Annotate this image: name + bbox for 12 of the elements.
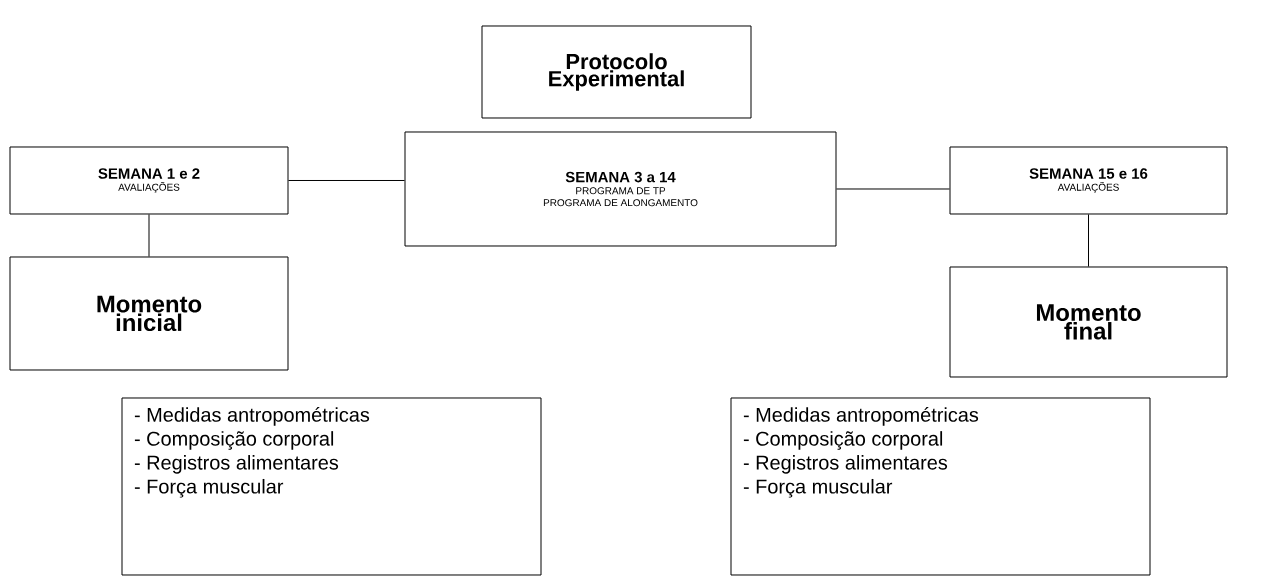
connector-line <box>836 188 950 190</box>
moment-box: Momento inicial <box>9 256 289 371</box>
phase-box: SEMANA 3 a 14 PROGRAMA DE TP PROGRAMA DE ALONGAMENTO <box>404 131 837 247</box>
checklist-box: - Medidas antropométricas - Composição corporal - Registros alimentares - Força muscular <box>121 397 542 576</box>
moment-box: Momento final <box>949 266 1228 378</box>
connector-line <box>288 180 405 181</box>
title-box: Protocolo Experimental <box>481 25 752 119</box>
checklist-box: - Medidas antropométricas - Composição corporal - Registros alimentares - Força muscular <box>730 397 1151 576</box>
connector-line <box>148 214 150 257</box>
phase-box: SEMANA 1 e 2 AVALIAÇÕES <box>9 146 289 215</box>
phase-box: SEMANA 15 e 16 AVALIAÇÕES <box>949 146 1228 215</box>
connector-line <box>1088 214 1089 267</box>
